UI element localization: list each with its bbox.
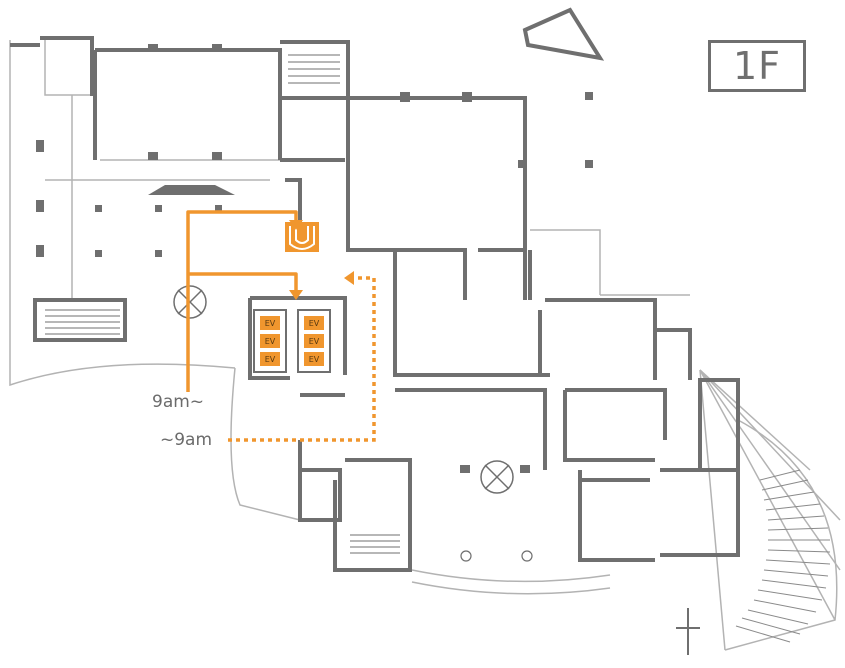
building-outline (9, 40, 841, 651)
west-stairs (45, 309, 120, 335)
route-before-9am (228, 276, 376, 442)
elevator-cars: EV EV EV EV EV EV (260, 316, 324, 366)
route-label-after-9am: 9am~ (152, 392, 205, 412)
revolving-door-south (480, 460, 514, 494)
elevator-label: EV (309, 337, 320, 346)
north-stairs (288, 54, 340, 84)
elevator-label: EV (265, 355, 276, 364)
elevator-label: EV (309, 355, 320, 364)
route-after-9am (186, 210, 298, 398)
elevator-label: EV (265, 319, 276, 328)
elevator-car (304, 334, 324, 348)
floor-label: 1F (732, 44, 782, 88)
walls (10, 7, 740, 572)
revolving-door-west (173, 285, 207, 319)
spiral-staircase-icon (285, 222, 319, 252)
amphitheatre-steps (735, 469, 831, 643)
elevator-bank (253, 309, 331, 373)
elevator-label: EV (309, 319, 320, 328)
columns (36, 44, 593, 473)
elevator-car (304, 316, 324, 330)
floor-indicator: 1F (708, 40, 806, 92)
elevator-car (260, 352, 280, 366)
south-stairs (350, 534, 400, 554)
route-arrowheads (289, 220, 354, 300)
route-label-before-9am: ~9am (160, 430, 213, 450)
north-arrow-mark (676, 608, 700, 655)
elevator-car (304, 352, 324, 366)
south-pillars (460, 550, 533, 562)
elevator-car (260, 316, 280, 330)
lobby-feature (148, 185, 235, 195)
elevator-car (260, 334, 280, 348)
elevator-label: EV (265, 337, 276, 346)
